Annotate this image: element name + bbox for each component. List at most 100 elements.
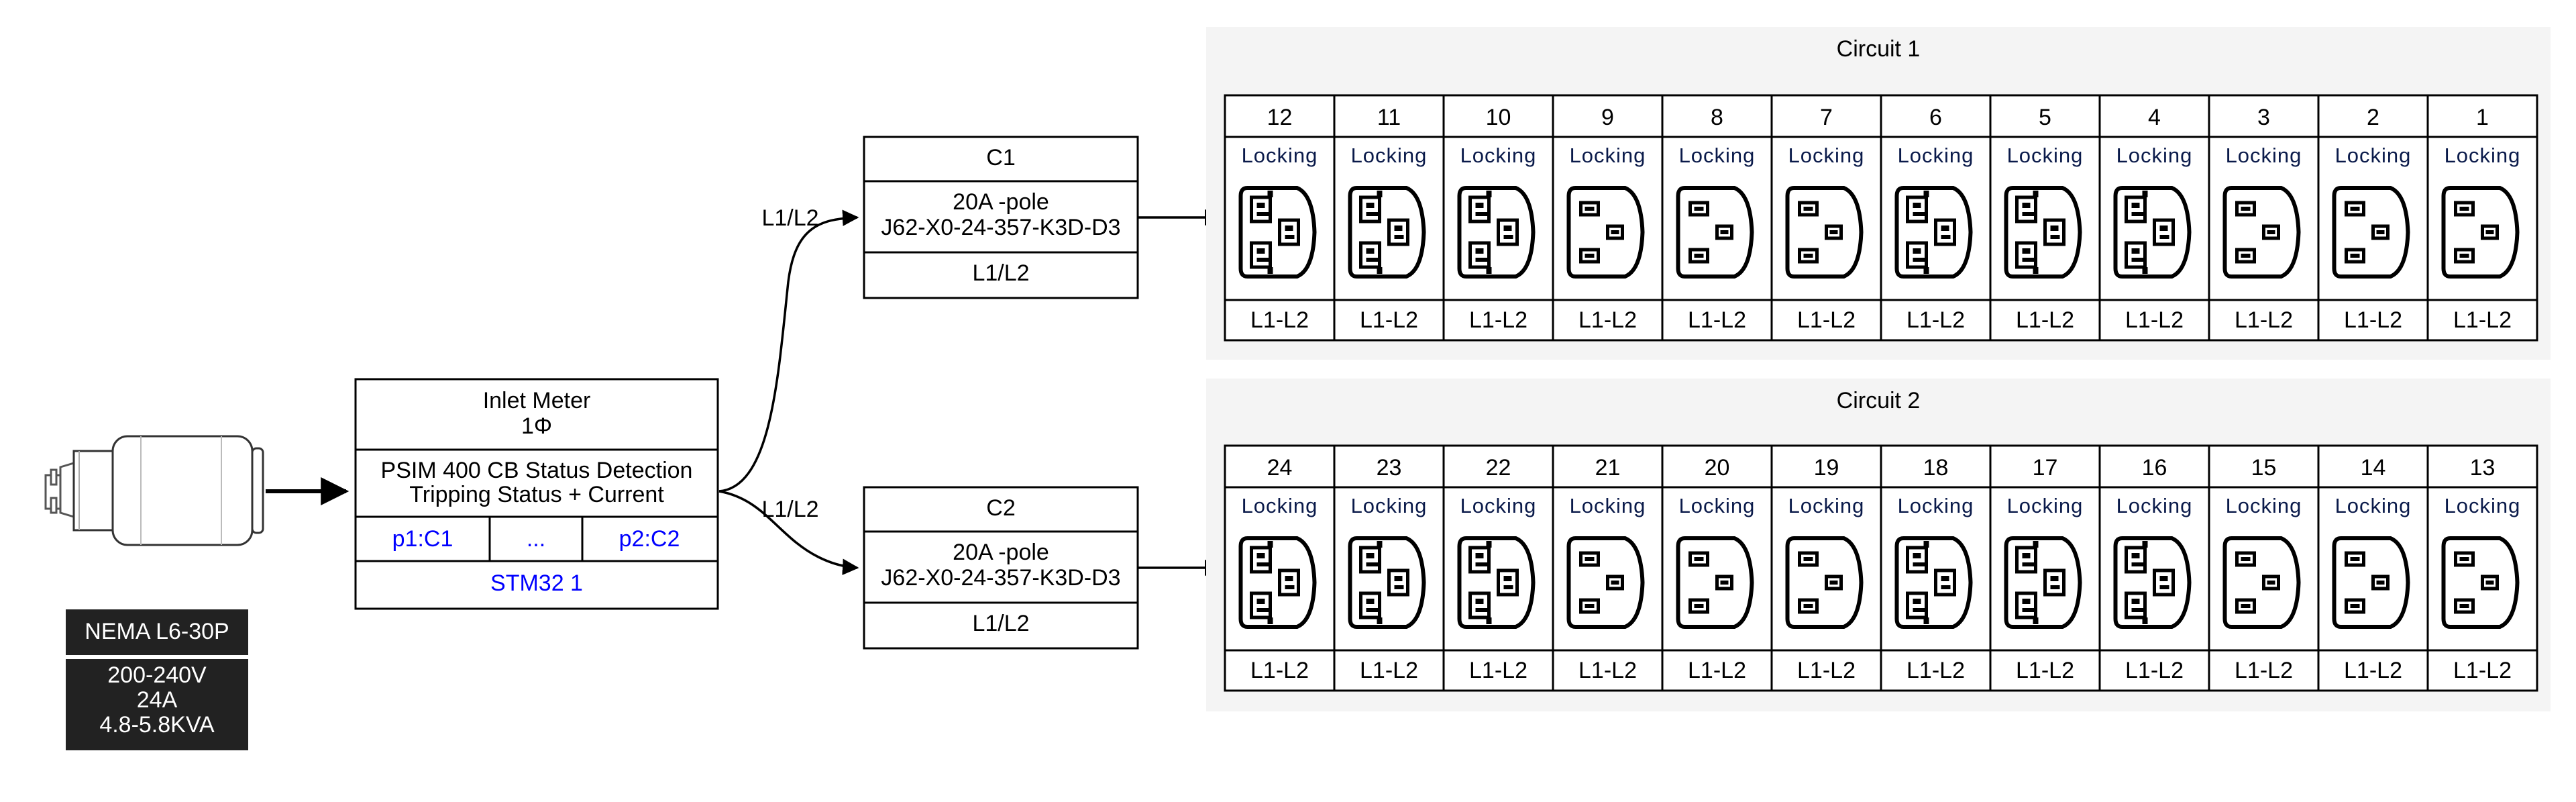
c19-outlet-icon bbox=[2116, 188, 2190, 277]
breaker-c2-title: C2 bbox=[986, 495, 1015, 521]
outlet-phase: L1-L2 bbox=[2453, 307, 2512, 333]
outlet-phase: L1-L2 bbox=[1907, 307, 1965, 333]
circuit-1-outlet-table: 12LockingL1-L211LockingL1-L210LockingL1-… bbox=[1224, 94, 2538, 342]
outlet-type: Locking bbox=[1679, 144, 1756, 167]
circuit-2-outlet-table: 24LockingL1-L223LockingL1-L222LockingL1-… bbox=[1224, 444, 2538, 692]
outlet-phase: L1-L2 bbox=[1250, 307, 1309, 333]
outlet-phase: L1-L2 bbox=[1797, 658, 1856, 683]
edge-label-c2: L1/L2 bbox=[761, 497, 818, 522]
meter-port-ellipsis: ... bbox=[527, 526, 545, 552]
breaker-c1-node[interactable]: C1 20A -pole J62-X0-24-357-K3D-D3 L1/L2 bbox=[863, 136, 1139, 299]
c13-outlet-icon bbox=[2334, 188, 2408, 277]
c13-outlet-icon bbox=[1569, 538, 1643, 627]
c19-outlet-icon bbox=[1460, 188, 1534, 277]
outlet-number: 8 bbox=[1711, 105, 1723, 130]
breaker-c2-rating: 20A -pole bbox=[953, 540, 1049, 565]
outlet-phase: L1-L2 bbox=[2016, 307, 2074, 333]
nema-plug-icon bbox=[44, 435, 264, 546]
outlet-phase: L1-L2 bbox=[2125, 307, 2184, 333]
outlet-type: Locking bbox=[2116, 144, 2193, 167]
c13-outlet-icon bbox=[2225, 538, 2299, 627]
meter-phase: 1Φ bbox=[521, 413, 552, 439]
outlet-type: Locking bbox=[1460, 494, 1537, 517]
c13-outlet-icon bbox=[1788, 188, 1862, 277]
c13-outlet-icon bbox=[2444, 188, 2518, 277]
outlet-phase: L1-L2 bbox=[2344, 307, 2402, 333]
plug-name: NEMA L6-30P bbox=[85, 619, 229, 644]
outlet-number: 5 bbox=[2039, 105, 2051, 130]
outlet-phase: L1-L2 bbox=[1250, 658, 1309, 683]
c19-outlet-icon bbox=[2116, 538, 2190, 627]
outlet-phase: L1-L2 bbox=[1469, 658, 1527, 683]
c19-outlet-icon bbox=[1241, 538, 1315, 627]
outlet-type: Locking bbox=[1351, 494, 1428, 517]
c19-outlet-icon bbox=[1241, 188, 1315, 277]
circuit-1-title: Circuit 1 bbox=[1837, 36, 1921, 62]
c13-outlet-icon bbox=[2225, 188, 2299, 277]
outlet-number: 9 bbox=[1601, 105, 1614, 130]
meter-to-c2-edge bbox=[718, 490, 859, 576]
outlet-number: 10 bbox=[1486, 105, 1511, 130]
plug-info-block: NEMA L6-30P 200-240V 24A 4.8-5.8KVA bbox=[66, 609, 248, 750]
c19-outlet-icon bbox=[1460, 538, 1534, 627]
outlet-number: 4 bbox=[2148, 105, 2161, 130]
meter-port-p1[interactable]: p1:C1 bbox=[392, 526, 453, 552]
outlet-phase: L1-L2 bbox=[1360, 658, 1418, 683]
circuit-2-cluster: Circuit 2 24LockingL1-L223LockingL1-L222… bbox=[1206, 379, 2551, 711]
outlet-number: 16 bbox=[2142, 455, 2167, 481]
breaker-c1-phase: L1/L2 bbox=[972, 260, 1029, 286]
c13-outlet-icon bbox=[1788, 538, 1862, 627]
inlet-meter-node[interactable]: Inlet Meter 1Φ PSIM 400 CB Status Detect… bbox=[354, 378, 719, 610]
outlet-number: 1 bbox=[2476, 105, 2489, 130]
c19-outlet-icon bbox=[1350, 188, 1424, 277]
breaker-c2-node[interactable]: C2 20A -pole J62-X0-24-357-K3D-D3 L1/L2 bbox=[863, 486, 1139, 650]
c19-outlet-icon bbox=[1897, 538, 1971, 627]
meter-title: Inlet Meter bbox=[483, 388, 591, 413]
outlet-type: Locking bbox=[2445, 144, 2521, 167]
outlet-number: 19 bbox=[1814, 455, 1839, 481]
outlet-number: 7 bbox=[1820, 105, 1833, 130]
plug-current: 24A bbox=[137, 687, 178, 713]
c19-outlet-icon bbox=[2006, 188, 2080, 277]
outlet-number: 15 bbox=[2251, 455, 2277, 481]
outlet-number: 24 bbox=[1267, 455, 1293, 481]
outlet-phase: L1-L2 bbox=[1907, 658, 1965, 683]
outlet-phase: L1-L2 bbox=[1688, 658, 1746, 683]
breaker-c1-part: J62-X0-24-357-K3D-D3 bbox=[881, 215, 1120, 240]
outlet-type: Locking bbox=[2445, 494, 2521, 517]
c13-outlet-icon bbox=[2334, 538, 2408, 627]
meter-port-p2[interactable]: p2:C2 bbox=[619, 526, 680, 552]
outlet-phase: L1-L2 bbox=[1688, 307, 1746, 333]
outlet-type: Locking bbox=[1898, 144, 1974, 167]
outlet-type: Locking bbox=[2335, 494, 2412, 517]
outlet-phase: L1-L2 bbox=[1469, 307, 1527, 333]
breaker-c2-phase: L1/L2 bbox=[972, 611, 1029, 636]
outlet-number: 13 bbox=[2470, 455, 2496, 481]
outlet-type: Locking bbox=[1788, 494, 1865, 517]
